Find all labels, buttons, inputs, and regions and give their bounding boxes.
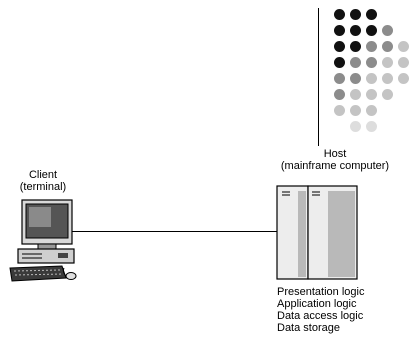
host-function-list: Presentation logic Application logic Dat… — [277, 286, 364, 334]
dot — [334, 25, 345, 36]
dot — [334, 73, 345, 84]
dot — [382, 89, 393, 100]
dot — [350, 73, 361, 84]
dot — [350, 41, 361, 52]
terminal-computer-icon — [9, 199, 77, 282]
client-label: Client (terminal) — [14, 169, 72, 193]
host-label-line2: (mainframe computer) — [280, 160, 390, 172]
dot — [350, 25, 361, 36]
dot — [350, 105, 361, 116]
dot — [382, 57, 393, 68]
dot — [366, 41, 377, 52]
decorative-dot-grid — [334, 9, 410, 139]
dot — [382, 25, 393, 36]
dot — [366, 9, 377, 20]
dot — [334, 105, 345, 116]
dot — [350, 121, 361, 132]
dot — [366, 89, 377, 100]
dot — [350, 57, 361, 68]
dot — [366, 57, 377, 68]
connection-line — [68, 231, 278, 232]
dot — [350, 9, 361, 20]
dot — [398, 41, 409, 52]
mainframe-computer-icon — [276, 185, 358, 280]
dot — [366, 25, 377, 36]
dot — [334, 41, 345, 52]
dot — [366, 73, 377, 84]
client-label-line1: Client — [28, 169, 58, 181]
dot — [366, 121, 377, 132]
host-label: Host (mainframe computer) — [262, 148, 408, 172]
host-function-item: Data access logic — [277, 310, 364, 322]
dot — [382, 73, 393, 84]
dot — [398, 73, 409, 84]
host-label-line1: Host — [323, 148, 347, 160]
dot — [334, 9, 345, 20]
dot — [334, 89, 345, 100]
client-label-line2: (terminal) — [19, 181, 67, 193]
dot — [366, 105, 377, 116]
decorative-vertical-line — [318, 8, 319, 146]
dot — [398, 57, 409, 68]
host-function-item: Data storage — [277, 322, 340, 334]
dot — [334, 57, 345, 68]
dot — [382, 41, 393, 52]
host-function-item: Presentation logic — [277, 286, 365, 298]
dot — [350, 89, 361, 100]
host-function-item: Application logic — [277, 298, 357, 310]
